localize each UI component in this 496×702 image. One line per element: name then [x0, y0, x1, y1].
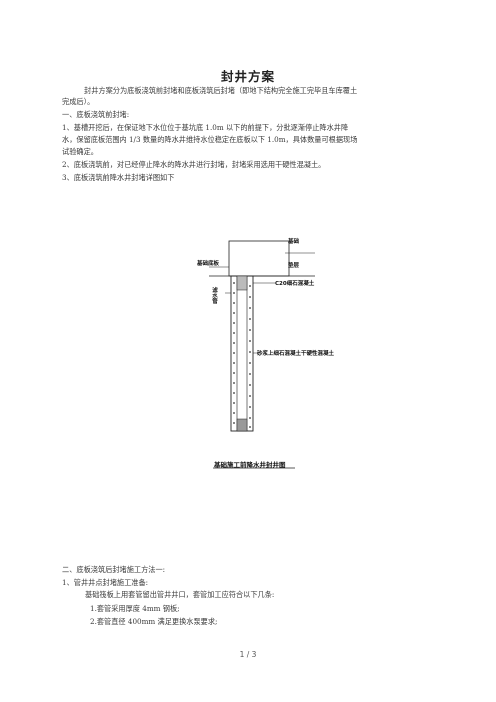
- label-left-top: 基础底板: [197, 261, 220, 267]
- section1-item3: 3、底板浇筑前降水井封堵详图如下: [62, 173, 175, 182]
- label-fill: 砂浆上细石混凝土干硬性混凝土: [257, 351, 335, 357]
- well-sealing-detail-figure: 基础 垫层 基础底板 滤水管 C20细石混凝土 砂浆上细石混凝土干硬性混凝土 基…: [195, 233, 335, 473]
- section1-item1-line-2: 水，保留底板范围内 1/3 数量的降水井维持水位稳定在底板以下 1.0m，具体数…: [62, 135, 358, 144]
- gravel-fill: [233, 282, 251, 428]
- label-cushion: 垫层: [288, 263, 300, 269]
- bottom-plug: [236, 418, 248, 432]
- page-number: 1 / 3: [239, 650, 257, 659]
- concrete-plug: [236, 275, 248, 291]
- section1-item1-line-3: 试验确定。: [62, 147, 98, 156]
- section2-sub2: 2.套管直径 400mm 满足更换水泵要求;: [90, 617, 218, 626]
- section1-item1-line-1: 1、基槽开挖后，在保证地下水位位于基坑底 1.0m 以下的前提下，分批逐渐停止降…: [62, 123, 349, 132]
- label-concrete: C20细石混凝土: [275, 281, 315, 287]
- casing-inner: [236, 275, 248, 432]
- page-title: 封井方案: [220, 69, 275, 84]
- section2-item1: 1、管井井点封堵施工准备:: [62, 578, 149, 587]
- section2-heading: 二、底板浇筑后封堵施工方法一:: [62, 565, 166, 574]
- label-base: 基础: [288, 239, 300, 245]
- well-sealing-drawing: [209, 240, 315, 469]
- base-slab-outline: [228, 240, 290, 277]
- intro-line-2: 完成后）。: [62, 97, 95, 106]
- section2-sub-intro: 基础筏板上用套管留出管井井口，套管加工应符合以下几条:: [85, 590, 275, 599]
- section2-sub1: 1.套管采用厚度 4mm 钢板;: [90, 604, 180, 613]
- section1-heading: 一、底板浇筑前封堵:: [62, 110, 130, 119]
- section1-item2: 2、底板浇筑前，对已经停止降水的降水井进行封堵，封堵采用选用干硬性混凝土。: [62, 160, 326, 169]
- intro-line-1: 封井方案分为底板浇筑前封堵和底板浇筑后封堵（即地下结构完全施工完毕且车库覆土: [84, 86, 358, 95]
- figure-caption: 基础施工前降水井封井图: [214, 461, 286, 469]
- label-left-mid: 滤水管: [211, 287, 217, 304]
